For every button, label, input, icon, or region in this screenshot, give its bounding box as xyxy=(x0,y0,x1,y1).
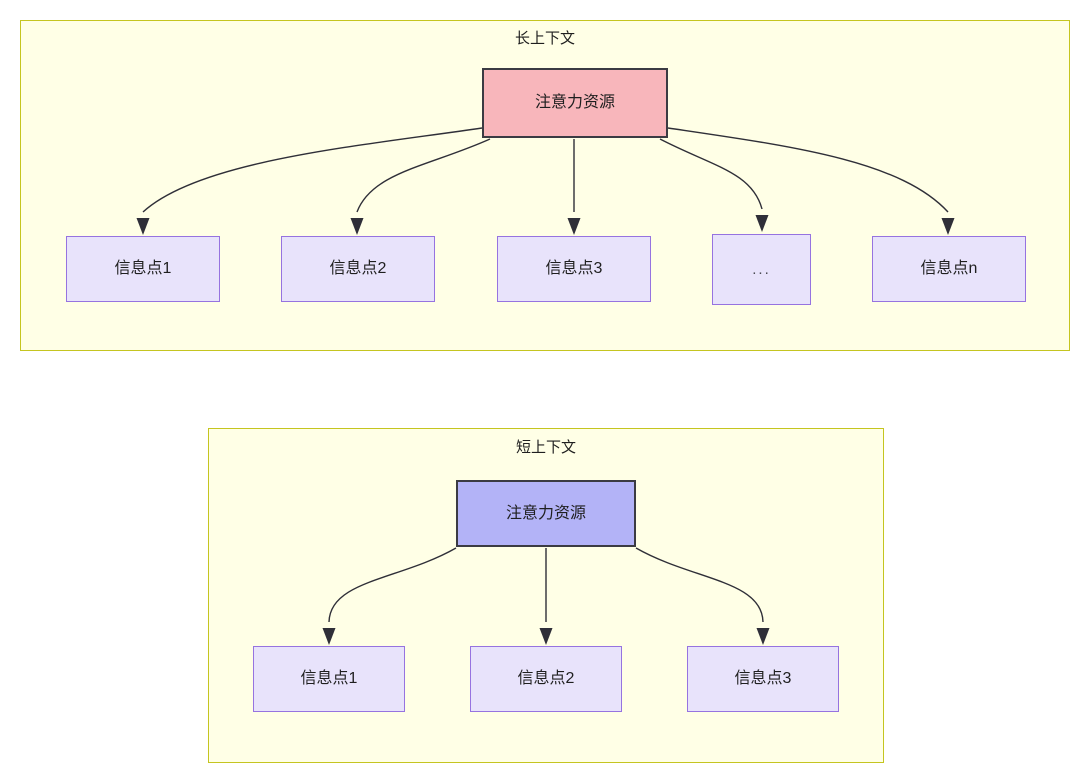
short-context-info-node-3[interactable]: 信息点3 xyxy=(687,646,839,712)
group-short-context-title: 短上下文 xyxy=(515,439,576,456)
group-long-context-title: 长上下文 xyxy=(514,30,575,47)
short-context-info-label-2: 信息点2 xyxy=(517,670,575,688)
long-context-info-label-3: 信息点3 xyxy=(545,260,603,278)
long-context-info-label-ellipsis: ... xyxy=(752,260,771,278)
long-context-info-node-ellipsis[interactable]: ... xyxy=(712,234,811,305)
short-context-info-node-2[interactable]: 信息点2 xyxy=(470,646,622,712)
long-context-info-node-n[interactable]: 信息点n xyxy=(872,236,1026,302)
long-context-info-label-2: 信息点2 xyxy=(329,260,387,278)
long-context-info-node-2[interactable]: 信息点2 xyxy=(281,236,435,302)
short-context-info-node-1[interactable]: 信息点1 xyxy=(253,646,405,712)
long-context-root-label: 注意力资源 xyxy=(534,94,615,112)
long-context-info-label-n: 信息点n xyxy=(920,260,978,278)
long-context-info-node-1[interactable]: 信息点1 xyxy=(66,236,220,302)
long-context-root-node[interactable]: 注意力资源 xyxy=(482,68,668,138)
long-context-info-node-3[interactable]: 信息点3 xyxy=(497,236,651,302)
long-context-info-label-1: 信息点1 xyxy=(114,260,172,278)
group-short-context: 短上下文 xyxy=(208,428,884,763)
short-context-info-label-3: 信息点3 xyxy=(734,670,792,688)
short-context-info-label-1: 信息点1 xyxy=(300,670,358,688)
short-context-root-label: 注意力资源 xyxy=(505,504,586,522)
short-context-root-node[interactable]: 注意力资源 xyxy=(456,480,636,547)
